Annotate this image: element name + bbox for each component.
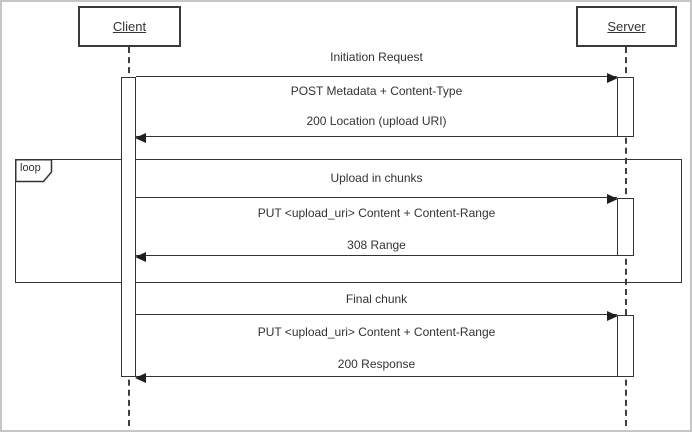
loop-fragment-frame bbox=[15, 159, 682, 283]
message-label-put-final-chunk: PUT <upload_uri> Content + Content-Range bbox=[257, 325, 496, 339]
message-line-308-range bbox=[135, 252, 617, 262]
server-activation-bar-1 bbox=[617, 77, 634, 137]
arrowhead-right-icon bbox=[607, 73, 618, 83]
server-actor-label: Server bbox=[607, 19, 646, 34]
message-line-post-metadata bbox=[136, 73, 618, 83]
arrowhead-right-icon bbox=[607, 194, 618, 204]
arrowhead-left-icon bbox=[135, 133, 146, 143]
message-label-308-range: 308 Range bbox=[347, 238, 406, 252]
section-title-upload-in-chunks: Upload in chunks bbox=[330, 171, 423, 185]
client-actor-box: Client bbox=[78, 6, 181, 47]
loop-pentagon-icon bbox=[15, 159, 53, 183]
client-activation-bar bbox=[121, 77, 136, 377]
message-label-put-chunk: PUT <upload_uri> Content + Content-Range bbox=[257, 206, 496, 220]
message-line-200-response bbox=[135, 373, 617, 383]
arrowhead-right-icon bbox=[607, 311, 618, 321]
section-title-initiation-request: Initiation Request bbox=[330, 50, 423, 64]
message-line-put-chunk bbox=[136, 194, 618, 204]
client-actor-label: Client bbox=[112, 19, 147, 34]
loop-operator-label: loop bbox=[20, 162, 41, 174]
server-activation-bar-2 bbox=[617, 198, 634, 256]
arrowhead-left-icon bbox=[135, 373, 146, 383]
server-actor-box: Server bbox=[576, 6, 677, 47]
server-activation-bar-3 bbox=[617, 315, 634, 377]
message-label-200-location: 200 Location (upload URI) bbox=[306, 114, 447, 128]
message-line-200-location bbox=[135, 133, 617, 143]
section-title-final-chunk: Final chunk bbox=[345, 292, 408, 306]
arrowhead-left-icon bbox=[135, 252, 146, 262]
message-line-put-final-chunk bbox=[136, 311, 618, 321]
message-label-200-response: 200 Response bbox=[337, 357, 416, 371]
message-label-post-metadata: POST Metadata + Content-Type bbox=[290, 84, 463, 98]
